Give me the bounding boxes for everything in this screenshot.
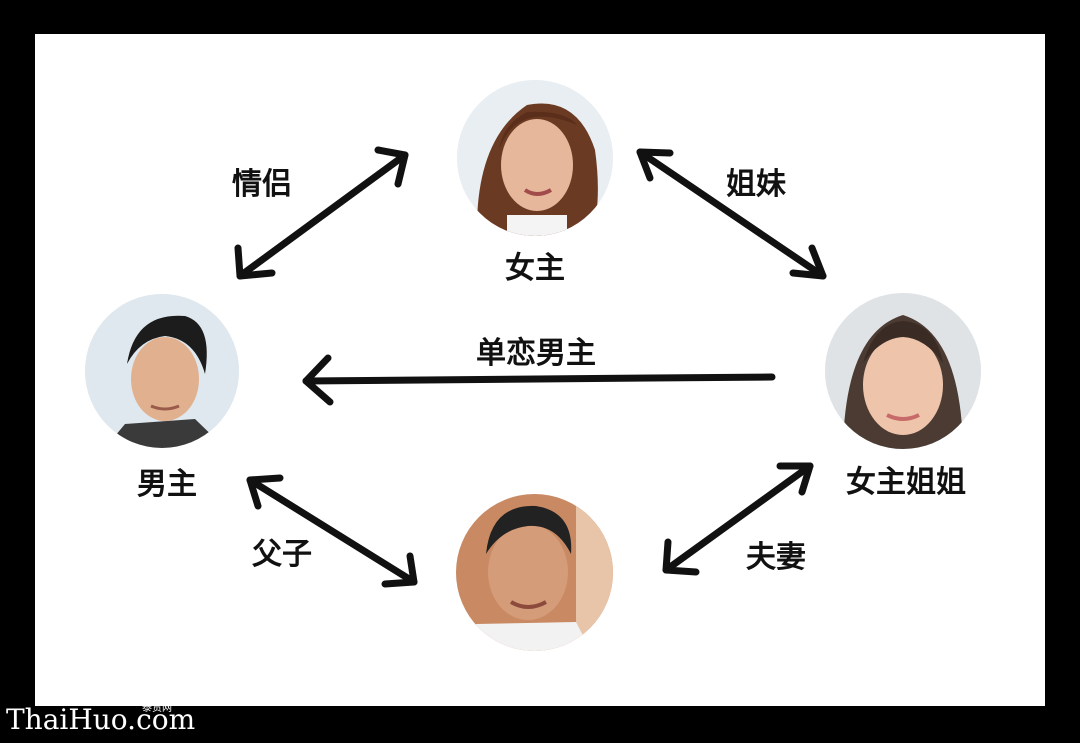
- lovers-arrow: [234, 146, 409, 280]
- sister-portrait: [825, 293, 981, 449]
- sisters-label: 姐妹: [726, 167, 786, 202]
- watermark-sub: 泰货网: [142, 703, 172, 714]
- heroine-label: 女主: [505, 251, 565, 286]
- lovers-label: 情侣: [232, 167, 292, 202]
- unrequited-label: 单恋男主: [476, 336, 596, 371]
- site-watermark: ThaiHuo.com 泰货网: [6, 703, 196, 736]
- father-son-label: 父子: [252, 537, 312, 572]
- watermark-brand: ThaiHuo.com: [6, 703, 196, 736]
- spouses-arrow: [662, 462, 814, 576]
- heroine-portrait: [457, 80, 613, 236]
- sister-label: 女主姐姐: [846, 465, 966, 500]
- father-son-arrow: [246, 474, 418, 588]
- spouses-label: 夫妻: [746, 540, 806, 575]
- unrequited-arrow: [302, 354, 776, 406]
- sisters-arrow: [636, 148, 827, 280]
- hero-label: 男主: [137, 467, 197, 502]
- father-portrait: [456, 494, 613, 651]
